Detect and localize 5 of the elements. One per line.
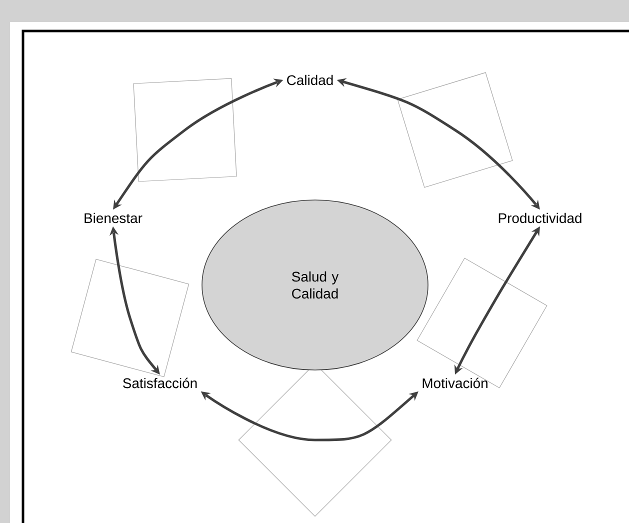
- label-text: Calidad: [287, 74, 333, 86]
- label-text: Motivación: [422, 378, 488, 388]
- label-text: Bienestar: [84, 212, 142, 224]
- label-text: Productividad: [498, 212, 582, 224]
- label-text: Satisfacción: [123, 378, 197, 388]
